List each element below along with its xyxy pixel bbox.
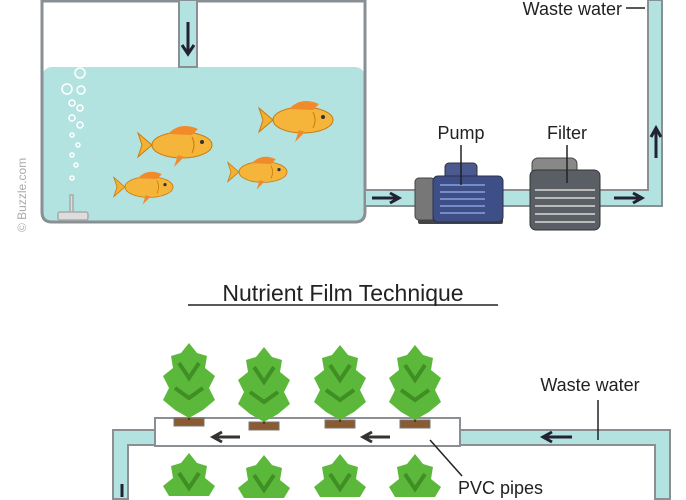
filter (529, 145, 601, 231)
filter-label: Filter (547, 123, 587, 143)
plant (312, 343, 368, 430)
pvc-pipes-leader (429, 439, 463, 477)
plant (312, 452, 368, 499)
left-arrow-icon (539, 430, 572, 444)
plant (161, 451, 217, 498)
pvc-pipes-label: PVC pipes (458, 478, 543, 498)
pump (414, 145, 504, 224)
right-arrow-icon (614, 191, 646, 205)
watermark: © Buzzle.com (15, 158, 29, 232)
plant (387, 452, 443, 499)
pump-label: Pump (437, 123, 484, 143)
plant (161, 341, 217, 428)
inlet-pipe (178, 0, 198, 68)
section-title: Nutrient Film Technique (222, 280, 463, 306)
down-arrow-icon (180, 22, 196, 57)
air-stone-bubbles (57, 67, 89, 221)
right-arrow-icon (372, 191, 403, 205)
waste-water-label-top: Waste water (523, 0, 622, 19)
left-arrow-icon (209, 430, 240, 444)
up-arrow-icon (649, 124, 663, 158)
outlet-pipe (364, 0, 663, 207)
left-arrow-icon (359, 430, 390, 444)
waste-water-label-bottom: Waste water (540, 375, 639, 395)
plant (387, 343, 443, 430)
plant (236, 453, 292, 500)
